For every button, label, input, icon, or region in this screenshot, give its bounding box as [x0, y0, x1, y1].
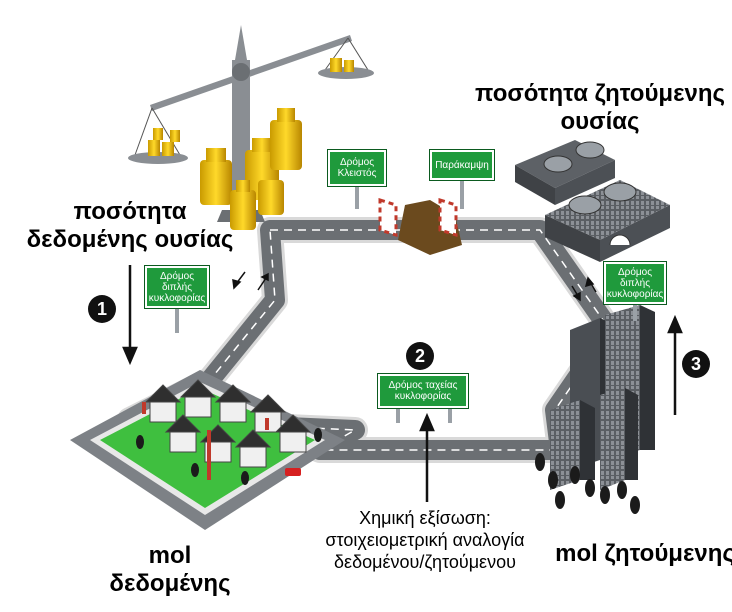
label-mol-sought: mol ζητούμενης: [555, 540, 732, 567]
road-direction-arrows: [232, 271, 597, 302]
sign-post: [448, 409, 452, 423]
sign-two-way-left: Δρόμος διπλής κυκλοφορίας: [144, 265, 210, 309]
sign-detour: Παράκαμψη: [429, 149, 495, 181]
label-given-quantity: ποσότητα δεδομένης ουσίας: [26, 198, 234, 253]
step-arrows: [122, 265, 683, 502]
step-2-badge: 2: [406, 342, 434, 370]
balance-scale: [128, 25, 374, 230]
label-sought-quantity: ποσότητα ζητούμενης ουσίας: [475, 80, 725, 135]
label-mol-given: mol δεδομένης: [109, 542, 231, 597]
sign-post: [396, 409, 400, 423]
town-block: [70, 370, 345, 530]
factory: [515, 140, 670, 262]
step-1-badge: 1: [88, 295, 116, 323]
roadblock: [378, 197, 462, 255]
sign-post: [355, 187, 359, 209]
office-towers: [535, 305, 655, 514]
sign-closed-road: Δρόμος Κλειστός: [327, 149, 387, 187]
sign-two-way-right: Δρόμος διπλής κυκλοφορίας: [603, 261, 667, 305]
step-3-badge: 3: [682, 350, 710, 378]
sign-post: [460, 181, 464, 209]
sign-post: [175, 309, 179, 333]
label-equation-line-2: στοιχειομετρική αναλογία: [325, 530, 525, 550]
sign-fast-road: Δρόμος ταχείας κυκλοφορίας: [377, 373, 469, 409]
label-equation-line-3: δεδομένου/ζητούμενου: [334, 552, 516, 572]
sign-post: [633, 305, 637, 321]
label-equation-line-1: Χημική εξίσωση:: [359, 508, 491, 528]
